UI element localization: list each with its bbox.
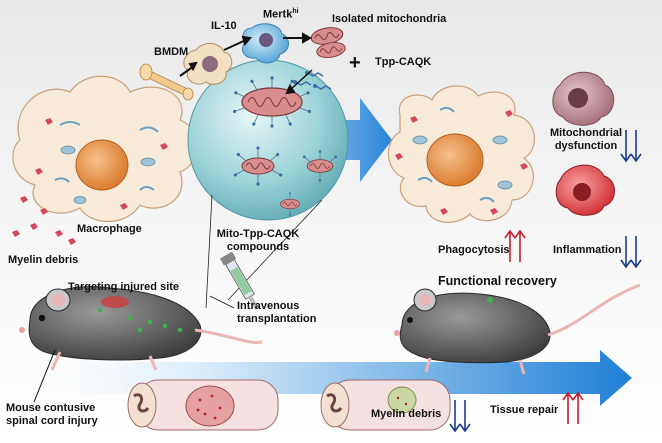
myelin-debris-left-label: Myelin debris xyxy=(8,254,79,266)
intravenous-label: Intravenous transplantation xyxy=(237,300,317,325)
spinal-cord-injured xyxy=(127,379,279,431)
bmdm-bone xyxy=(139,63,194,101)
mito-tpp-caqk-label: Mito-Tpp-CAQK compounds xyxy=(216,228,300,253)
bmdm-cell xyxy=(183,43,233,85)
spinal-cord-repaired xyxy=(320,379,451,431)
mertk-label-sup: hi xyxy=(292,8,299,15)
inflammation-label: Inflammation xyxy=(553,244,622,256)
macrophage-label: Macrophage xyxy=(77,223,142,235)
plus-sign: + xyxy=(349,52,361,74)
isolated-mitochondria xyxy=(309,24,347,61)
syringe xyxy=(219,251,259,310)
targeting-label: Targeting injured site xyxy=(68,281,180,293)
injured-mouse xyxy=(19,286,263,371)
functional-recovery-label: Functional recovery xyxy=(438,274,557,288)
bmdm-label: BMDM xyxy=(154,46,189,58)
phagocytosis-label: Phagocytosis xyxy=(438,244,510,256)
recovered-mouse xyxy=(394,283,641,375)
pipeline-arrows xyxy=(179,32,313,95)
tpp-caqk-molecules xyxy=(293,71,332,90)
inflammation-down-arrows xyxy=(620,236,642,269)
mertk-label: Mertkhi xyxy=(263,8,299,21)
tissue-repair-label: Tissue repair xyxy=(490,404,559,416)
phagocytosis-up-arrows xyxy=(504,229,526,262)
myelin-debris-down-arrows xyxy=(449,400,471,433)
macrophage-cell xyxy=(12,75,198,223)
il10-label: IL-10 xyxy=(211,20,237,32)
inflamed-cell xyxy=(555,164,615,216)
dysfunctional-cell xyxy=(552,71,615,126)
tpp-caqk-label: Tpp-CAQK xyxy=(375,56,432,68)
myelin-debris-bottom-label: Myelin debris xyxy=(371,408,442,420)
mertk-hi-macrophage xyxy=(241,23,289,64)
mito-dysfunction-label: Mitochondrial dysfunction xyxy=(549,127,623,152)
mito-dysfunction-down-arrows xyxy=(620,130,642,163)
mertk-label-base: Mertk xyxy=(263,8,293,21)
activated-macrophage xyxy=(387,85,535,223)
mito-tpp-caqk-sphere xyxy=(187,59,349,221)
tissue-repair-up-arrows xyxy=(562,391,584,424)
isolated-mito-label: Isolated mitochondria xyxy=(332,13,447,25)
mouse-injury-label: Mouse contusive spinal cord injury xyxy=(6,402,98,427)
